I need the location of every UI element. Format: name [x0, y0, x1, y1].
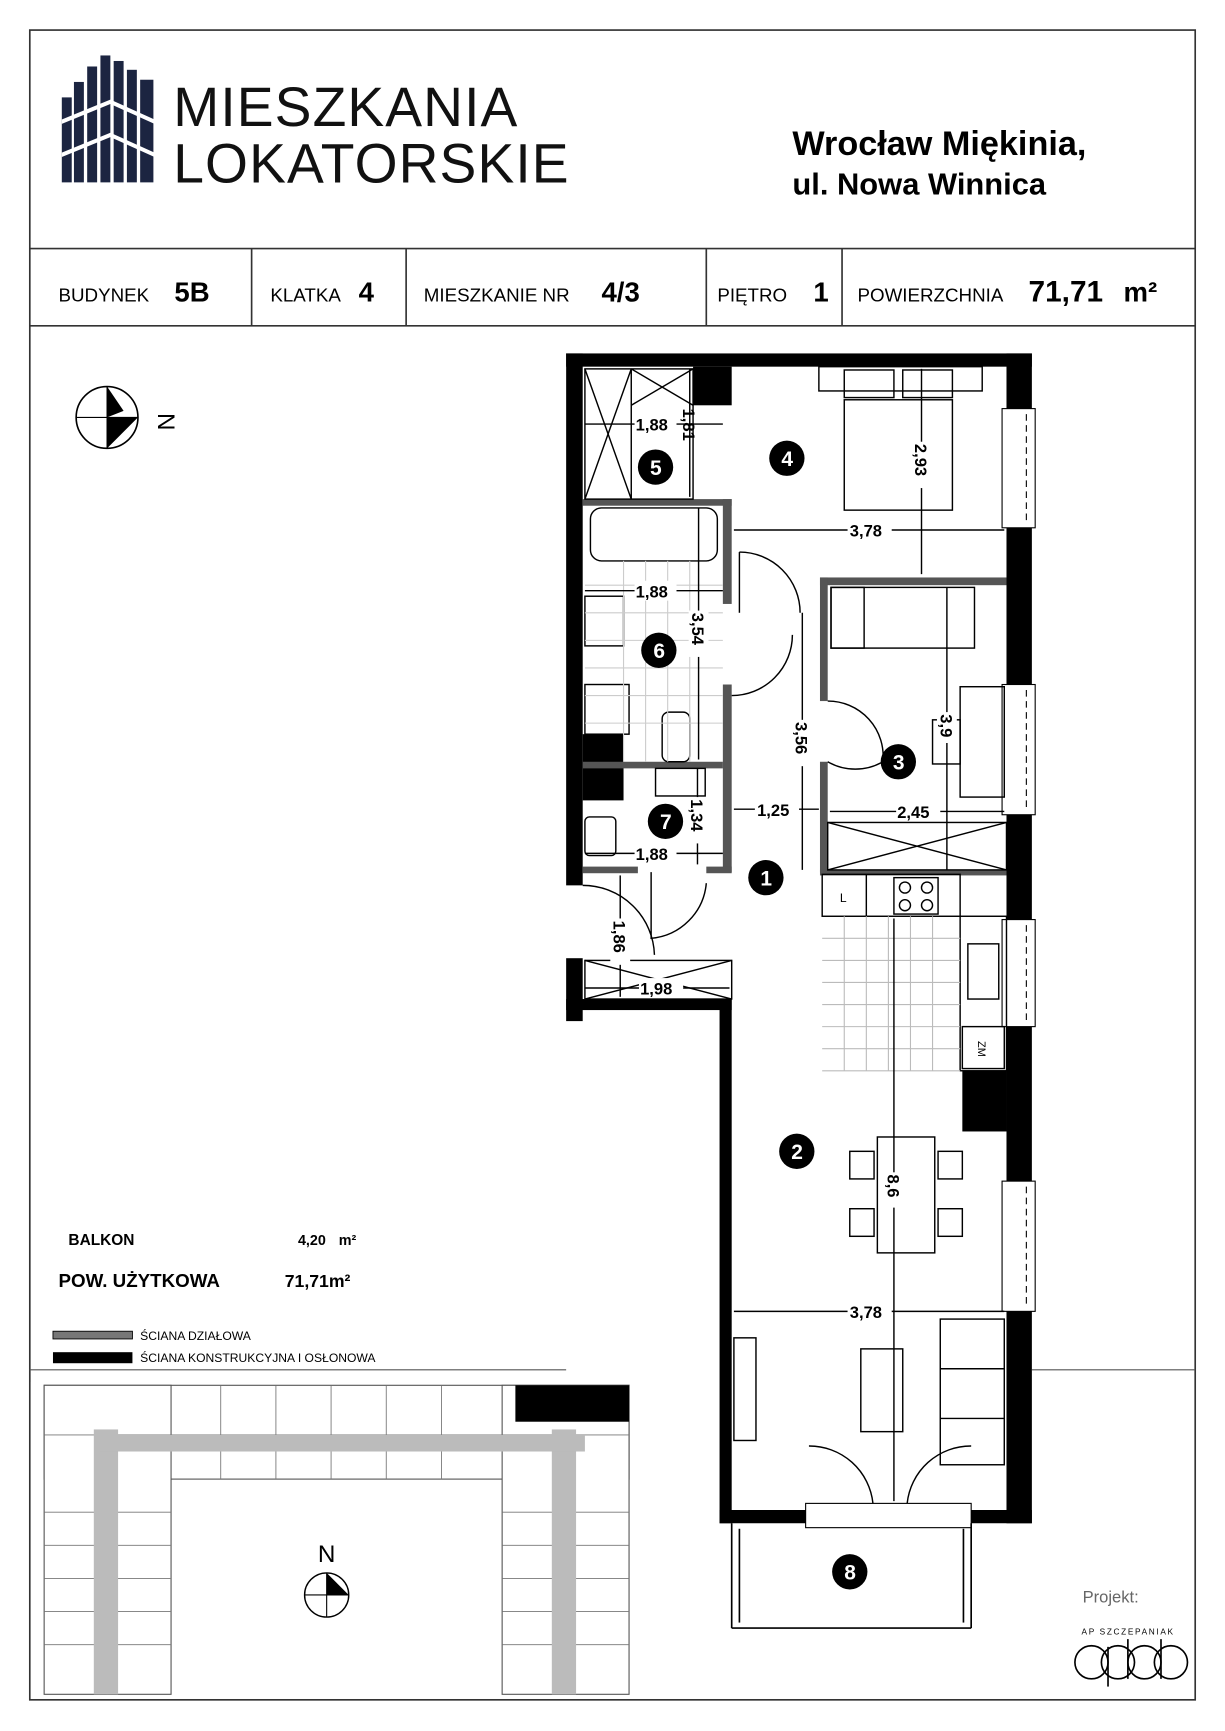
dim-3-width: 2,45	[897, 803, 929, 822]
svg-text:1: 1	[760, 867, 772, 890]
area-unit: m²	[1123, 277, 1157, 308]
apartment-highlight	[515, 1385, 630, 1422]
washer-label: ZM	[975, 1041, 987, 1057]
stair-value: 4	[359, 277, 375, 308]
site-north-label: N	[318, 1541, 336, 1568]
room-4-marker: 4	[769, 440, 805, 476]
svg-text:2: 2	[791, 1141, 803, 1164]
area-value: 71,71	[1029, 276, 1104, 309]
dim-7-height: 1,34	[687, 799, 706, 832]
floor-plan: L ZM 1,88 1,81	[566, 353, 1036, 1629]
dim-4-width: 3,78	[850, 522, 882, 541]
svg-text:3: 3	[893, 751, 905, 774]
svg-text:4: 4	[781, 448, 793, 471]
area-summary: BALKON 4,20 m² POW. UŻYTKOWA 71,71m²	[58, 1232, 356, 1291]
building-value: 5B	[174, 277, 209, 308]
compass-north-label: N	[152, 413, 179, 431]
location-city: Wrocław Miękinia,	[792, 125, 1086, 163]
flat-value: 4/3	[601, 277, 639, 308]
site-compass-icon	[303, 1572, 350, 1618]
usable-area-value: 71,71m²	[285, 1271, 351, 1291]
room-6-marker: 6	[641, 632, 677, 668]
balcony-value: 4,20	[298, 1233, 326, 1249]
dim-1-width: 1,25	[757, 801, 789, 820]
building-label: BUDYNEK	[58, 285, 149, 306]
brand-line1: MIESZKANIA	[173, 76, 518, 138]
wall-legend: ŚCIANA DZIAŁOWA ŚCIANA KONSTRUKCYJNA I O…	[52, 1328, 376, 1365]
balcony-unit: m²	[339, 1233, 357, 1249]
building-logo-icon	[61, 55, 155, 183]
site-plan: N	[30, 1381, 646, 1699]
floor-label: PIĘTRO	[717, 285, 787, 306]
dim-6-width: 1,88	[636, 582, 668, 601]
dim-4-height: 2,93	[911, 444, 930, 476]
brand-logo: MIESZKANIA LOKATORSKIE	[61, 55, 569, 194]
svg-text:5: 5	[650, 457, 662, 480]
credits-firm: AP SZCZEPANIAK	[1082, 1628, 1175, 1637]
svg-text:6: 6	[653, 640, 665, 663]
svg-text:7: 7	[660, 811, 672, 834]
dim-entrance-height: 1,86	[610, 921, 629, 953]
dim-5-width: 1,88	[636, 416, 668, 435]
partition-wall-swatch	[52, 1330, 133, 1340]
balcony-label: BALKON	[68, 1232, 134, 1249]
dim-entrance-width: 1,98	[640, 980, 672, 999]
dim-6-height: 3,54	[688, 613, 707, 646]
dim-5-height: 1,81	[679, 409, 698, 441]
apap-logo	[1074, 1639, 1189, 1687]
location-street: ul. Nowa Winnica	[792, 167, 1047, 202]
svg-text:8: 8	[844, 1562, 856, 1585]
dim-3-height: 3,9	[936, 714, 955, 737]
structural-wall-swatch	[52, 1352, 133, 1364]
room-2-marker: 2	[779, 1133, 815, 1169]
credits-label: Projekt:	[1083, 1588, 1139, 1607]
floor-value: 1	[813, 277, 828, 308]
dim-2-height: 8,6	[883, 1175, 902, 1198]
room-5-marker: 5	[637, 449, 674, 485]
page-frame	[28, 29, 1197, 1701]
stair-label: KLATKA	[270, 285, 341, 306]
room-3-marker: 3	[880, 744, 916, 780]
dim-1-height: 3,56	[792, 722, 811, 754]
legend-partition-label: ŚCIANA DZIAŁOWA	[140, 1328, 252, 1343]
info-dividers	[250, 248, 843, 326]
compass-icon	[75, 385, 139, 450]
room-1-marker: 1	[748, 859, 784, 896]
fridge-label: L	[840, 891, 847, 905]
info-row: BUDYNEK 5B KLATKA 4 MIESZKANIE NR 4/3 PI…	[58, 276, 1157, 309]
flat-label: MIESZKANIE NR	[424, 285, 570, 306]
dim-7-width: 1,88	[636, 845, 668, 864]
dim-2-width: 3,78	[850, 1303, 882, 1322]
usable-area-label: POW. UŻYTKOWA	[58, 1270, 220, 1291]
area-label: POWIERZCHNIA	[858, 285, 1004, 306]
brand-line2: LOKATORSKIE	[173, 132, 569, 194]
legend-structural-label: ŚCIANA KONSTRUKCYJNA I OSŁONOWA	[140, 1350, 376, 1365]
room-7-marker: 7	[647, 803, 684, 840]
room-8-marker: 8	[832, 1554, 868, 1590]
